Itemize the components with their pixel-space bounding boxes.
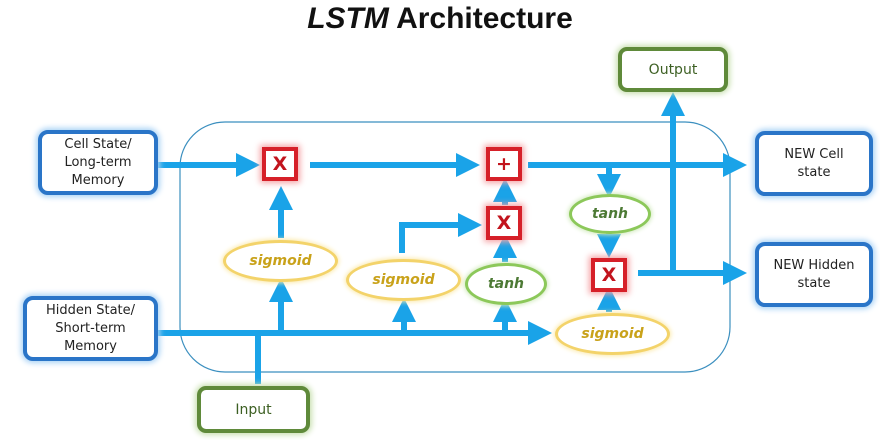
new-cell-state-box: NEW Cell state [755, 131, 873, 196]
forget-gate-sigmoid: sigmoid [223, 240, 338, 282]
cell-state-input-box: Cell State/ Long-term Memory [38, 130, 158, 195]
title-lstm: LSTM [307, 2, 389, 35]
input-gate-sigmoid: sigmoid [346, 259, 461, 301]
title-architecture: Architecture [388, 2, 573, 35]
input-box: Input [197, 386, 310, 433]
lstm-cell-boundary [179, 121, 731, 373]
new-hidden-state-box: NEW Hidden state [755, 242, 873, 307]
input-multiply-operator: X [486, 206, 522, 240]
arrow-input-sigmoid-to-x [399, 213, 482, 253]
forget-multiply-operator: X [262, 147, 298, 181]
output-gate-sigmoid: sigmoid [555, 313, 670, 355]
hidden-state-input-box: Hidden State/ Short-term Memory [23, 296, 158, 361]
output-multiply-operator: X [591, 258, 627, 292]
output-box: Output [618, 47, 728, 92]
diagram-title: LSTM Architecture [0, 2, 880, 36]
cell-state-tanh: tanh [569, 194, 651, 234]
cell-add-operator: + [486, 147, 522, 181]
candidate-tanh: tanh [465, 263, 547, 305]
